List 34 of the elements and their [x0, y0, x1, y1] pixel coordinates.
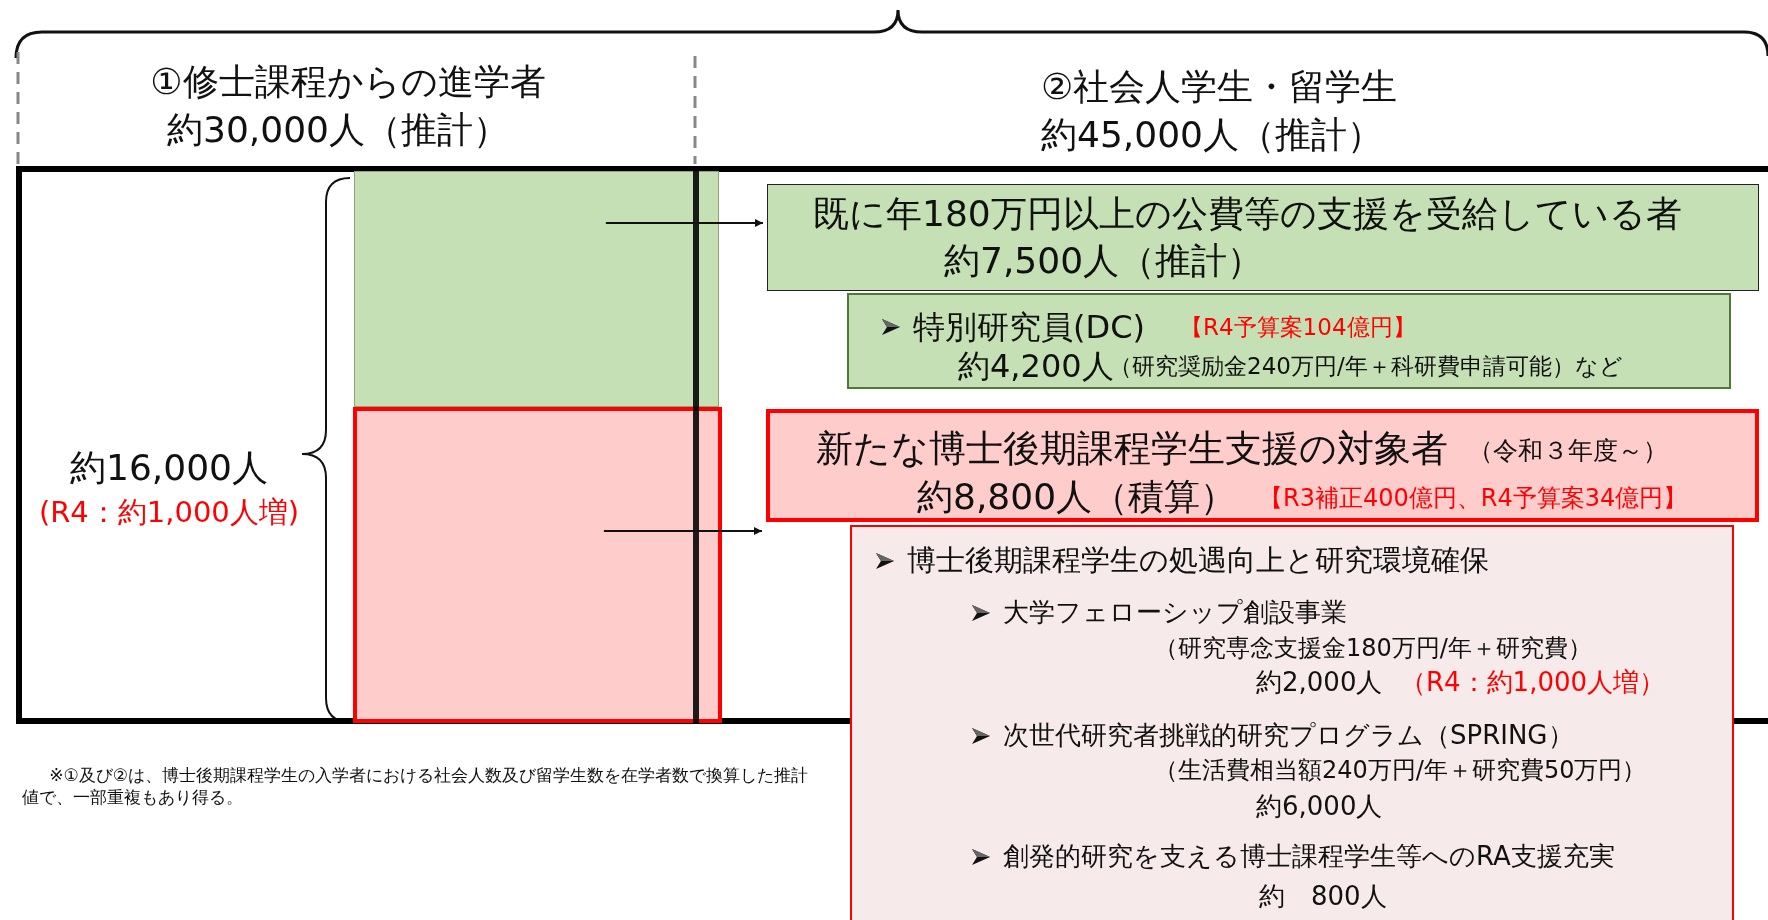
column-heading: ②社会人学生・留学生 [1041, 66, 1398, 108]
count-text: 約30,000人（推計） [167, 109, 509, 151]
item-heading: 特別研究員(DC) [913, 308, 1145, 346]
detail-text: （生活費相当額240万円/年＋研究費50万円） [1154, 757, 1647, 785]
budget-note: 【R4予算案104億円】 [1180, 313, 1416, 341]
item-heading: 次世代研究者挑戦的研究プログラム（SPRING） [1003, 721, 1574, 751]
period-note: （令和３年度～） [1468, 436, 1668, 466]
item-heading: 大学フェローシップ創設事業 [1003, 598, 1347, 628]
item-heading: 創発的研究を支える博士課程学生等へのRA支援充実 [1003, 842, 1615, 872]
count-text: 約16,000人 [70, 447, 268, 489]
highlighted-bar-segment [353, 407, 722, 723]
footnote: ※①及び②は、博士後期課程学生の入学者における社会人数及び留学生数を在学者数で換算した推計値で、一部重複もあり得る。 [22, 764, 809, 809]
detail-text: （研究専念支援金180万円/年＋研究費） [1154, 635, 1592, 663]
count-text: 約8,800人（積算） [917, 476, 1237, 518]
count-text: 約45,000人（推計） [1041, 114, 1383, 156]
count-text: 約7,500人（推計） [944, 240, 1264, 282]
increase-note: (R4：約1,000人増) [38, 496, 300, 530]
count-text: 約6,000人 [1256, 792, 1383, 822]
info-box [850, 525, 1734, 920]
info-box [766, 409, 1759, 522]
info-box [847, 293, 1731, 389]
arrow [602, 527, 763, 535]
increase-note: （R4：約1,000人増） [1400, 668, 1666, 698]
arrow [604, 219, 764, 227]
column-heading: ①修士課程からの進学者 [150, 61, 546, 103]
count-text: 約2,000人 [1256, 668, 1383, 698]
info-box [767, 184, 1759, 291]
count-text: 約 800人 [1259, 882, 1387, 912]
box-heading: 新たな博士後期課程学生支援の対象者 [816, 427, 1448, 471]
box-heading: 既に年180万円以上の公費等の支援を受給している者 [813, 193, 1682, 235]
count-text: 約4,200人 [958, 347, 1114, 385]
bar-segment [354, 171, 719, 407]
budget-note: 【R3補正400億円、R4予算案34億円】 [1259, 485, 1688, 513]
item-heading: 博士後期課程学生の処遇向上と研究環境確保 [907, 544, 1489, 578]
